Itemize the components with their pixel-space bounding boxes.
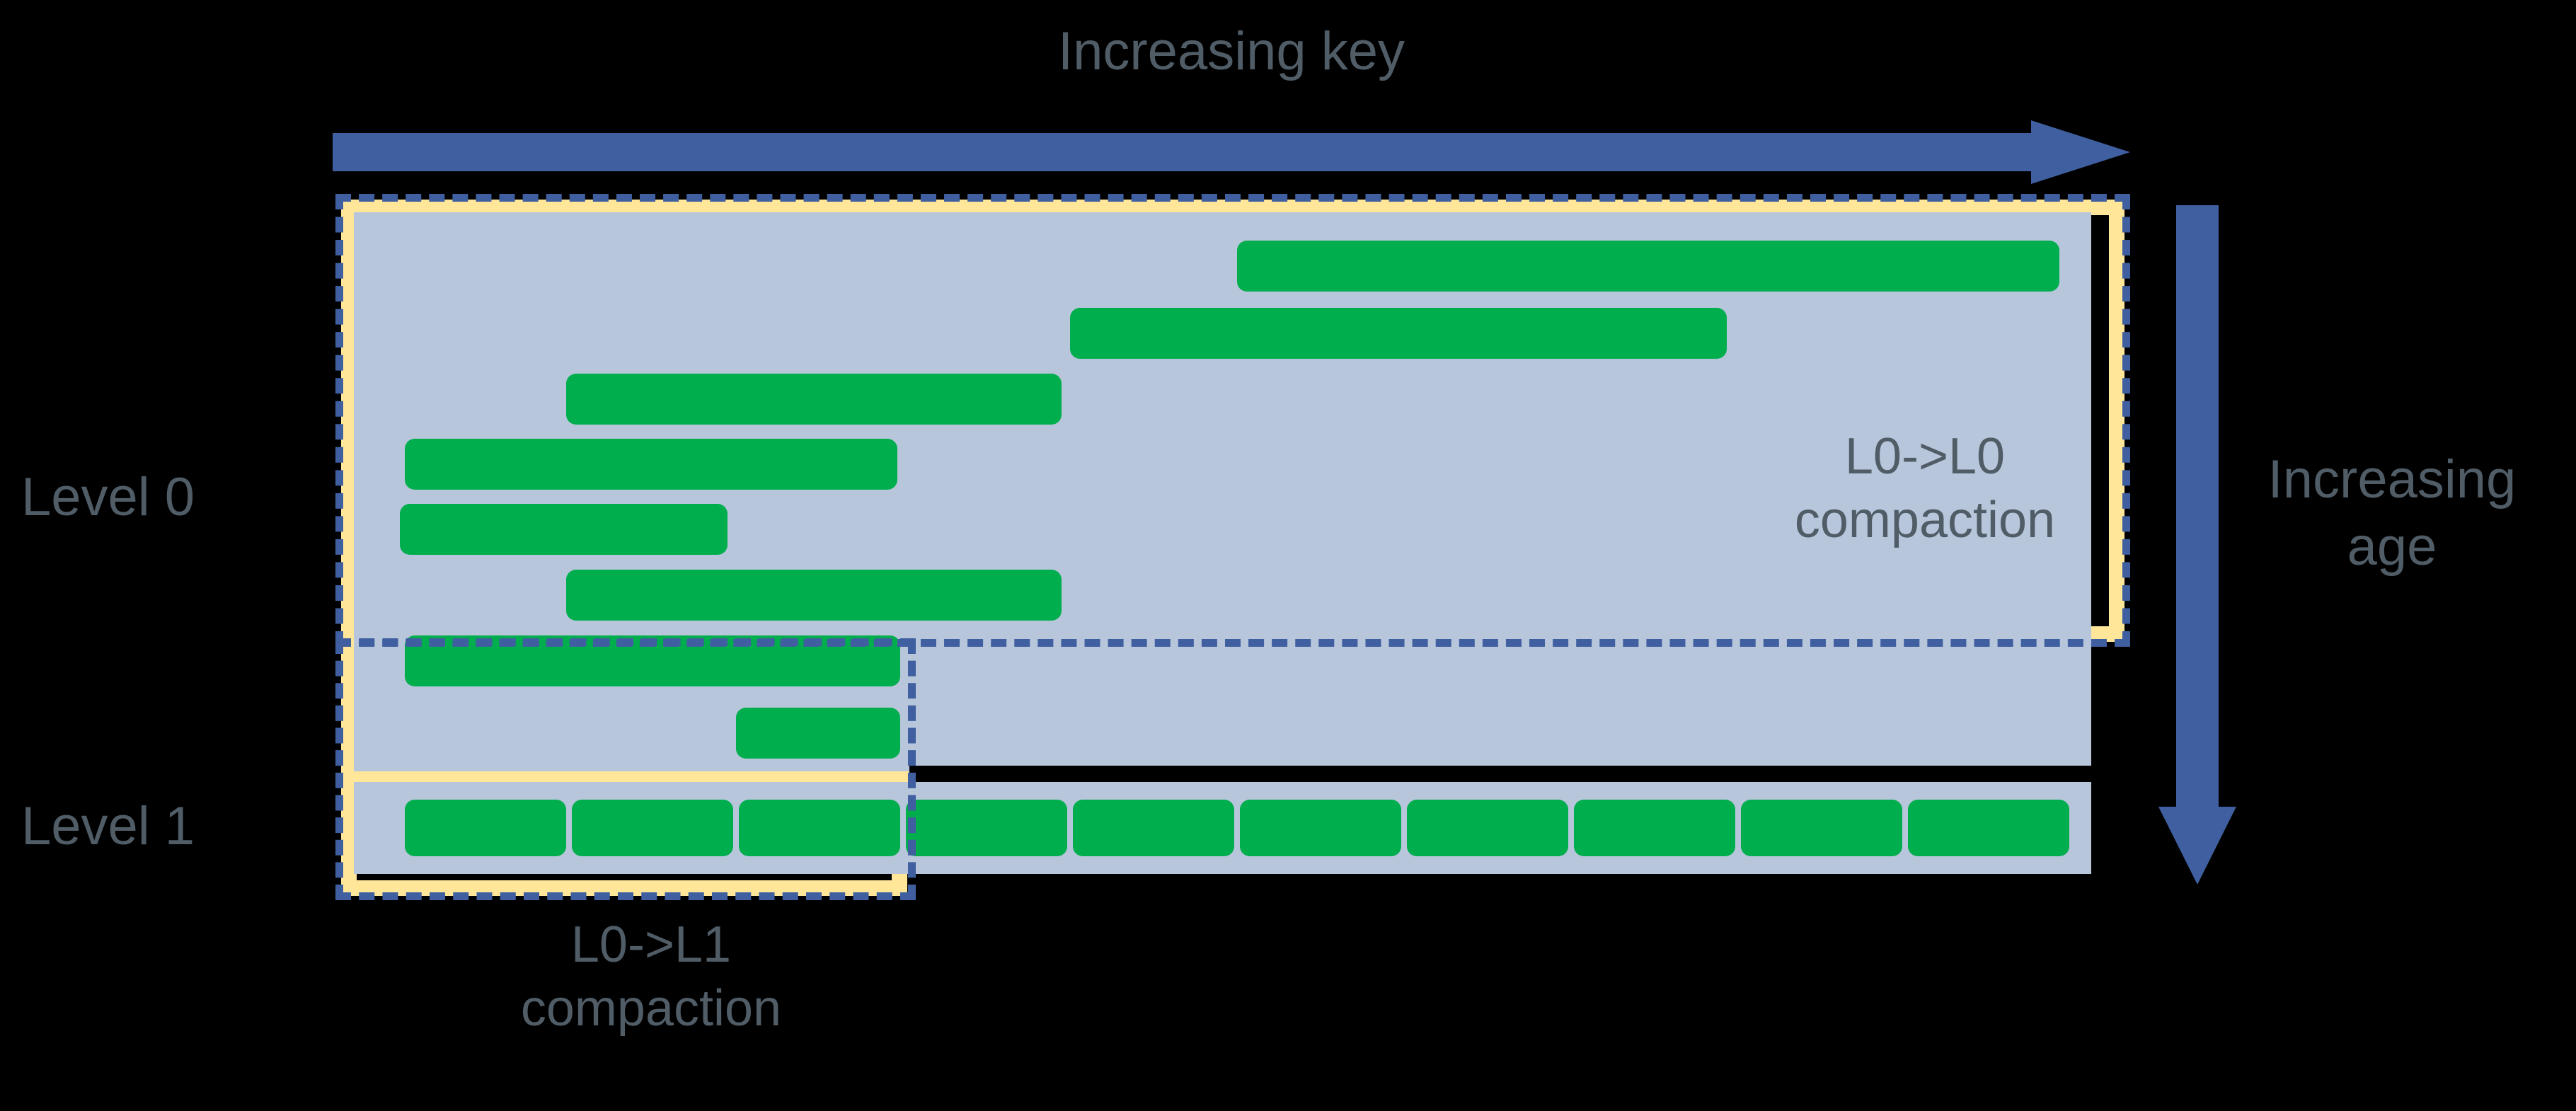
sstable-level1-4 — [906, 800, 1067, 856]
sstable-level1-10 — [1908, 800, 2069, 856]
sstable-level1-1 — [405, 800, 566, 856]
level-1-label: Level 1 — [21, 796, 195, 856]
sstable-level1-9 — [1741, 800, 1902, 856]
sstable-level0-3 — [566, 374, 1062, 425]
highlight-frame-left-join — [341, 623, 357, 785]
sstable-level0-1 — [1237, 241, 2059, 292]
sstable-level1-6 — [1240, 800, 1401, 856]
sstable-level0-2 — [1070, 308, 1727, 359]
level-boundary-rule — [909, 766, 2098, 775]
sstable-level0-6 — [566, 570, 1062, 621]
l0-l1-compaction-box[interactable] — [335, 638, 916, 900]
sstable-level0-8 — [736, 708, 900, 759]
sstable-level0-5 — [400, 504, 728, 555]
increasing-age-label: Increasing age — [2267, 449, 2517, 577]
sstable-level1-3 — [739, 800, 900, 856]
l0-l1-compaction-label: L0->L1 compaction — [520, 916, 782, 1037]
sstable-level1-8 — [1574, 800, 1735, 856]
sstable-level0-4 — [405, 439, 897, 490]
sstable-level1-5 — [1073, 800, 1234, 856]
level-0-label: Level 0 — [21, 467, 195, 527]
l0-l0-compaction-box[interactable] — [335, 194, 2130, 647]
increasing-key-arrow — [333, 120, 2130, 184]
sstable-level1-7 — [1407, 800, 1568, 856]
sstable-level1-2 — [572, 800, 733, 856]
increasing-age-arrow — [2158, 205, 2236, 885]
l0-l0-compaction-label: L0->L0 compaction — [1794, 428, 2056, 548]
increasing-key-label: Increasing key — [1057, 21, 1405, 81]
